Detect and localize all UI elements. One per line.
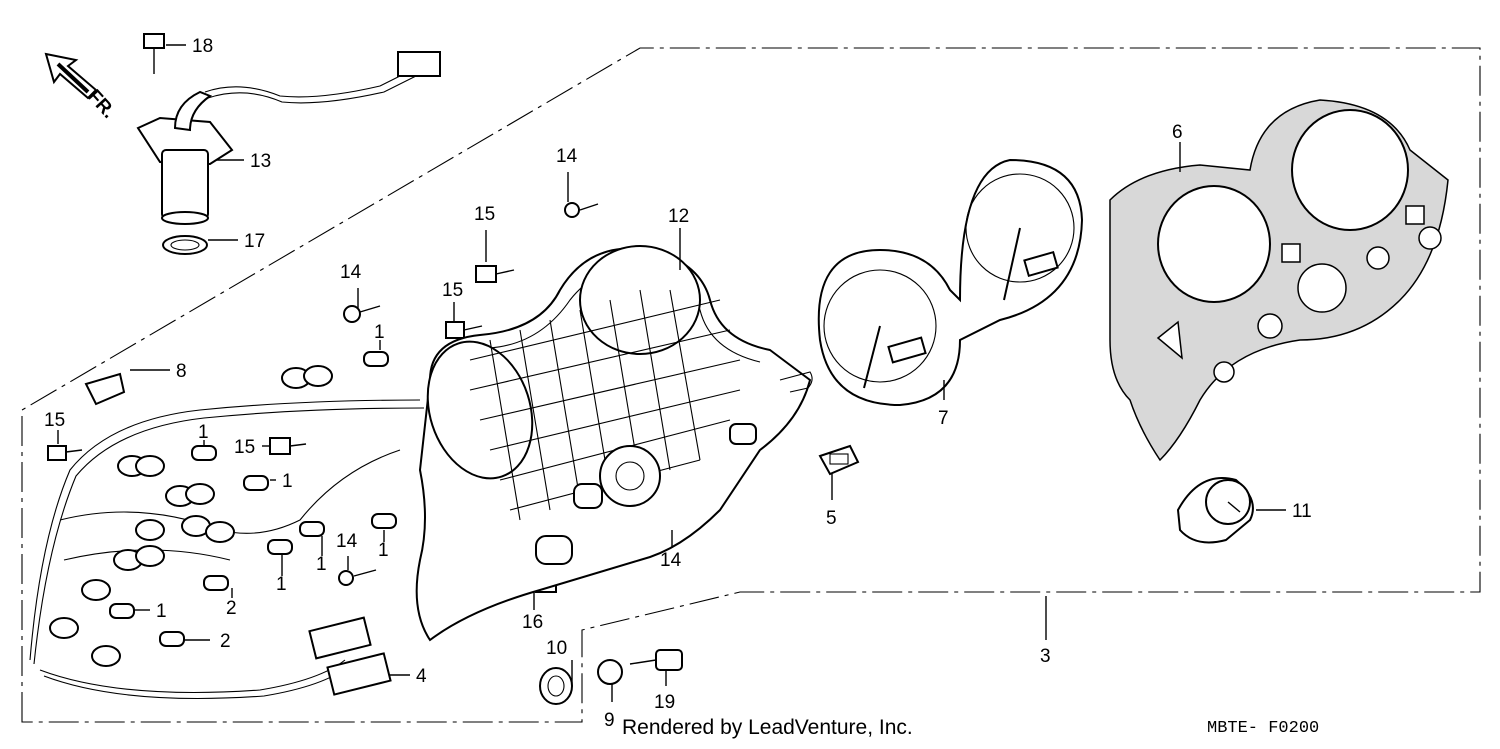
dial-panel: [817, 158, 1084, 407]
callout-15: 15: [234, 437, 255, 458]
grid-pattern: [469, 289, 741, 521]
callout-1: 1: [156, 601, 167, 622]
harness-clip: [84, 372, 126, 406]
callout-9: 9: [604, 710, 615, 731]
callout-6: 6: [1172, 122, 1183, 143]
callout-15: 15: [474, 204, 495, 225]
indicator-lens: [818, 444, 860, 476]
diagram-code: MBTE- F0200: [1207, 719, 1320, 738]
credit-text: Rendered by LeadVenture, Inc.: [622, 716, 913, 739]
callout-14: 14: [340, 262, 362, 283]
callout-13: 13: [250, 151, 271, 172]
callout-10: 10: [546, 638, 567, 659]
meter-case: [415, 245, 813, 642]
callout-4: 4: [416, 666, 427, 687]
callout-15: 15: [44, 410, 65, 431]
callout-3: 3: [1040, 646, 1051, 667]
callout-14: 14: [556, 146, 578, 167]
callout-15: 15: [442, 280, 463, 301]
callout-1: 1: [282, 471, 293, 492]
callout-19: 19: [654, 692, 675, 713]
callout-17: 17: [244, 231, 265, 252]
meter-cover: [1109, 99, 1449, 462]
callout-12: 12: [668, 206, 689, 227]
callout-labels: 18 13 17 14 12 15 14 15 1 8 15 1 15 1 14…: [44, 36, 1312, 731]
front-direction-arrow: FR.: [44, 52, 119, 123]
callout-18: 18: [192, 36, 213, 57]
leader-lines: [57, 44, 1286, 702]
callout-16: 16: [522, 612, 543, 633]
callout-1: 1: [374, 322, 385, 343]
callout-1: 1: [378, 540, 389, 561]
bulbs: [109, 351, 397, 647]
assembly-outline: [21, 47, 1481, 723]
callout-7: 7: [938, 408, 949, 429]
callout-1: 1: [198, 422, 209, 443]
speed-sensor: [136, 33, 441, 255]
callout-8: 8: [176, 361, 187, 382]
fuel-gauge: [1176, 477, 1254, 544]
socket-group: [49, 365, 333, 667]
callout-11: 11: [1292, 501, 1312, 522]
wire-harness: [29, 351, 425, 700]
callout-5: 5: [826, 508, 837, 529]
callout-1: 1: [276, 574, 287, 595]
callout-2: 2: [226, 598, 237, 619]
callout-14: 14: [660, 550, 682, 571]
callout-2: 2: [220, 631, 231, 652]
callout-14: 14: [336, 531, 358, 552]
mount-hardware: [539, 649, 683, 705]
callout-1: 1: [316, 554, 327, 575]
